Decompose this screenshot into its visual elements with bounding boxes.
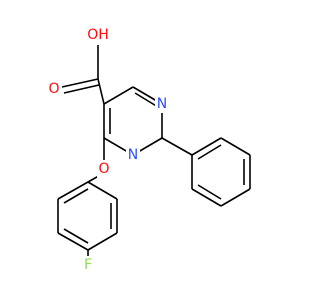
bond-c-o-double-b — [63, 84, 100, 94]
carboxyl-group — [61, 45, 105, 105]
pyrimidine-ring — [103, 86, 163, 156]
atom-n-top: N — [155, 95, 169, 113]
bond-c-ring — [97, 78, 105, 105]
atom-o-carbonyl: O — [47, 80, 61, 98]
bond-fp6-inner — [63, 188, 89, 204]
label-n-bottom: N — [128, 147, 138, 163]
bond-ph4 — [220, 188, 251, 207]
label-n-top: N — [157, 96, 167, 112]
label-f: F — [84, 257, 92, 273]
bond-ph5-inner — [197, 184, 222, 200]
structure-diagram: OH O N N O F — [47, 26, 251, 274]
bond-fp1 — [87, 181, 118, 200]
atom-o-ether: O — [97, 160, 111, 178]
fluorophenyl-ring — [57, 181, 118, 262]
bond-fp3 — [87, 232, 118, 251]
bond-fp6 — [57, 181, 89, 200]
atom-labels: OH O N N O F — [47, 26, 169, 274]
bond-c2-phenyl — [161, 137, 193, 156]
bond-ph1 — [191, 137, 222, 156]
atom-n-bottom: N — [126, 146, 140, 164]
bond-c-o-double-a — [61, 78, 99, 88]
label-oh: OH — [87, 27, 109, 43]
label-o-ether: O — [98, 161, 109, 177]
atom-o-hydroxyl: OH — [86, 26, 112, 44]
phenyl-ring — [161, 137, 251, 207]
label-o-carbonyl: O — [48, 81, 59, 97]
bond-ph1-inner — [197, 144, 222, 160]
bond-ph2 — [220, 137, 251, 156]
bond-ph5 — [191, 188, 222, 207]
atom-fluorine: F — [82, 256, 94, 274]
bond-fp4 — [57, 232, 89, 251]
bond-c6-n1-inner — [134, 92, 159, 108]
bond-c5-c6 — [103, 86, 134, 105]
bond-fp4-inner — [63, 228, 89, 244]
molecule-canvas: OH O N N O F — [47, 26, 251, 274]
